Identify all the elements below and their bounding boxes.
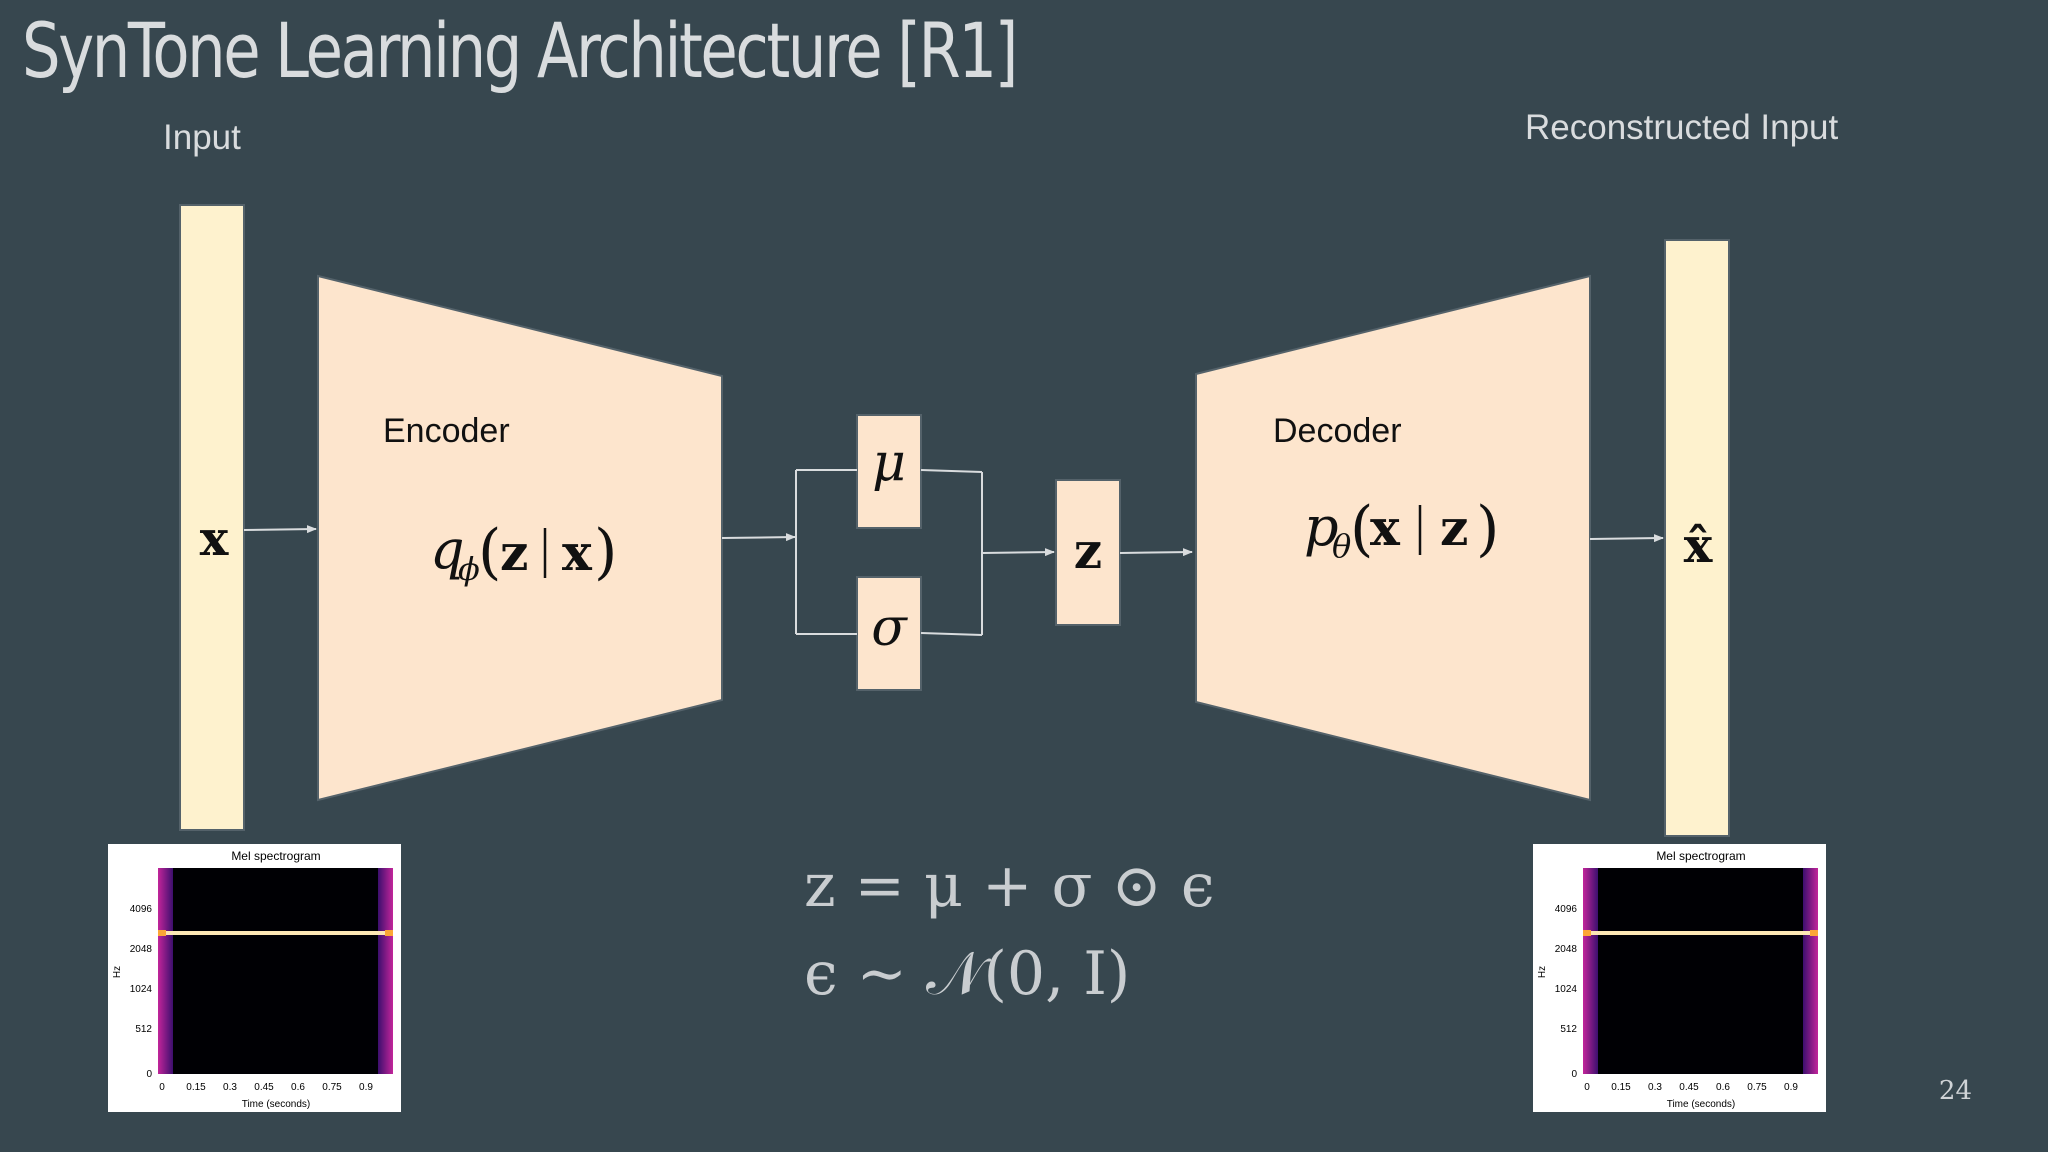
connector-lines: [243, 469, 1664, 636]
svg-text:0.9: 0.9: [1784, 1082, 1798, 1093]
decoder-formula: p θ ( x z ): [1304, 494, 1499, 565]
svg-text:ϕ: ϕ: [458, 550, 480, 588]
svg-text:512: 512: [1560, 1024, 1577, 1035]
sigma-symbol: σ: [871, 598, 908, 658]
svg-text:Time (seconds): Time (seconds): [242, 1099, 311, 1110]
svg-text:4096: 4096: [130, 904, 153, 915]
svg-text:0.15: 0.15: [186, 1082, 206, 1093]
equation-line-2: ϵ ∼ 𝒩(0, I): [804, 939, 1130, 1009]
svg-text:q: q: [430, 518, 465, 581]
output-spectrogram: Mel spectrogram 4096 2048 1024 512 0 0 0…: [1533, 844, 1826, 1112]
mu-symbol: μ: [872, 433, 906, 493]
slide-title: SynTone Learning Architecture [R1]: [22, 6, 1018, 95]
arrow-input-to-encoder: [243, 525, 317, 534]
svg-text:): ): [594, 517, 617, 587]
z-box: [1055, 479, 1121, 626]
arrow-encoder-to-split: [721, 533, 796, 542]
input-spectrogram: Mel spectrogram 4096 2048 1024 512 0 0 0…: [108, 844, 401, 1112]
svg-text:(: (: [478, 517, 501, 587]
decoder-block: [1195, 274, 1591, 802]
input-x: x: [200, 511, 229, 567]
input-column: [179, 204, 245, 831]
output-x-hat: x̂: [1684, 518, 1713, 574]
svg-text:): ): [1476, 494, 1499, 564]
svg-text:512: 512: [135, 1024, 152, 1035]
svg-text:x: x: [562, 523, 593, 582]
tone-line: [1583, 931, 1818, 935]
svg-text:Hz: Hz: [112, 966, 123, 978]
spectrogram-title: Mel spectrogram: [1656, 849, 1745, 863]
svg-text:0: 0: [146, 1069, 152, 1080]
arrow-z-to-decoder: [1119, 548, 1193, 557]
svg-text:Time (seconds): Time (seconds): [1667, 1099, 1736, 1110]
reconstructed-input-label: Reconstructed Input: [1525, 108, 1839, 147]
svg-text:0.6: 0.6: [1716, 1082, 1730, 1093]
svg-text:z: z: [1440, 498, 1468, 557]
encoder-label: Encoder: [383, 412, 510, 450]
decoder-label: Decoder: [1273, 412, 1402, 450]
svg-text:p: p: [1304, 495, 1339, 558]
input-label: Input: [163, 118, 241, 157]
svg-text:Hz: Hz: [1537, 966, 1548, 978]
svg-text:0: 0: [1571, 1069, 1577, 1080]
svg-text:0.75: 0.75: [1747, 1082, 1767, 1093]
svg-text:1024: 1024: [1555, 984, 1578, 995]
svg-text:0.3: 0.3: [1648, 1082, 1662, 1093]
svg-text:θ: θ: [1332, 527, 1351, 565]
arrow-decoder-to-output: [1589, 534, 1664, 543]
svg-text:z: z: [500, 523, 528, 582]
svg-text:4096: 4096: [1555, 904, 1578, 915]
encoder-formula: q ϕ ( z x ): [430, 517, 617, 588]
svg-text:0.3: 0.3: [223, 1082, 237, 1093]
arrow-to-z: [981, 548, 1055, 557]
svg-text:2048: 2048: [130, 944, 153, 955]
reparam-equations: z = μ + σ ⊙ ϵ ϵ ∼ 𝒩(0, I): [804, 851, 1214, 1009]
tone-line: [158, 931, 393, 935]
svg-text:(: (: [1350, 494, 1373, 564]
svg-text:0.15: 0.15: [1611, 1082, 1631, 1093]
svg-text:0.45: 0.45: [254, 1082, 274, 1093]
svg-text:2048: 2048: [1555, 944, 1578, 955]
svg-text:0.45: 0.45: [1679, 1082, 1699, 1093]
equation-line-1: z = μ + σ ⊙ ϵ: [804, 851, 1214, 921]
spectrogram-title: Mel spectrogram: [231, 849, 320, 863]
svg-text:0: 0: [1584, 1082, 1590, 1093]
page-number: 24: [1938, 1076, 1972, 1106]
svg-text:x: x: [1370, 498, 1401, 557]
z-symbol: z: [1074, 521, 1102, 580]
svg-text:0.6: 0.6: [291, 1082, 305, 1093]
svg-text:1024: 1024: [130, 984, 153, 995]
svg-text:0.75: 0.75: [322, 1082, 342, 1093]
output-column: [1664, 239, 1730, 837]
encoder-block: [317, 274, 723, 802]
svg-text:0: 0: [159, 1082, 165, 1093]
mu-box: [856, 414, 922, 529]
svg-text:0.9: 0.9: [359, 1082, 373, 1093]
